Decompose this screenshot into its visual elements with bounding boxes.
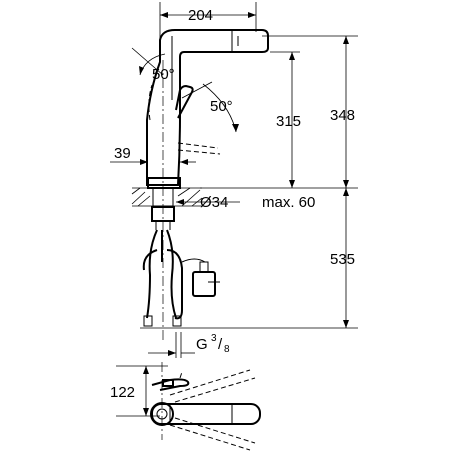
spout-height-label: 315 [276,113,301,130]
thread-numerator: 3 [211,333,217,344]
countertop [131,187,203,207]
plan-depth-label: 122 [110,384,135,401]
max-deck-thickness-label: max. 60 [262,194,315,211]
spout-angle-label: 50° [152,66,175,83]
faucet-side-view [146,29,269,340]
lever-angle-label: 50° [210,98,233,115]
spout-reach-dimension: 204 [159,2,257,42]
hole-diameter-dimension: Ø34 [176,194,240,211]
hole-diameter-label: Ø34 [200,194,228,211]
below-deck-length-label: 535 [330,251,355,268]
thread-g-label: G [196,336,208,353]
faucet-plan-view: 122 [110,362,261,451]
thread-denominator: 8 [224,344,230,355]
total-height-label: 348 [330,107,355,124]
spout-reach-label: 204 [188,7,213,24]
thread-slash: / [218,336,223,353]
lever-offset-dimension: 39 [110,145,196,165]
below-deck-assembly [140,206,220,329]
spout-angle-dimension: 50° [131,47,175,83]
connection-thread-dimension: G 3 / 8 [148,332,230,358]
height-dimensions: 315 348 535 [200,35,358,329]
lever-angle-dimension: 50° [181,81,239,133]
lever-offset-label: 39 [114,145,131,162]
